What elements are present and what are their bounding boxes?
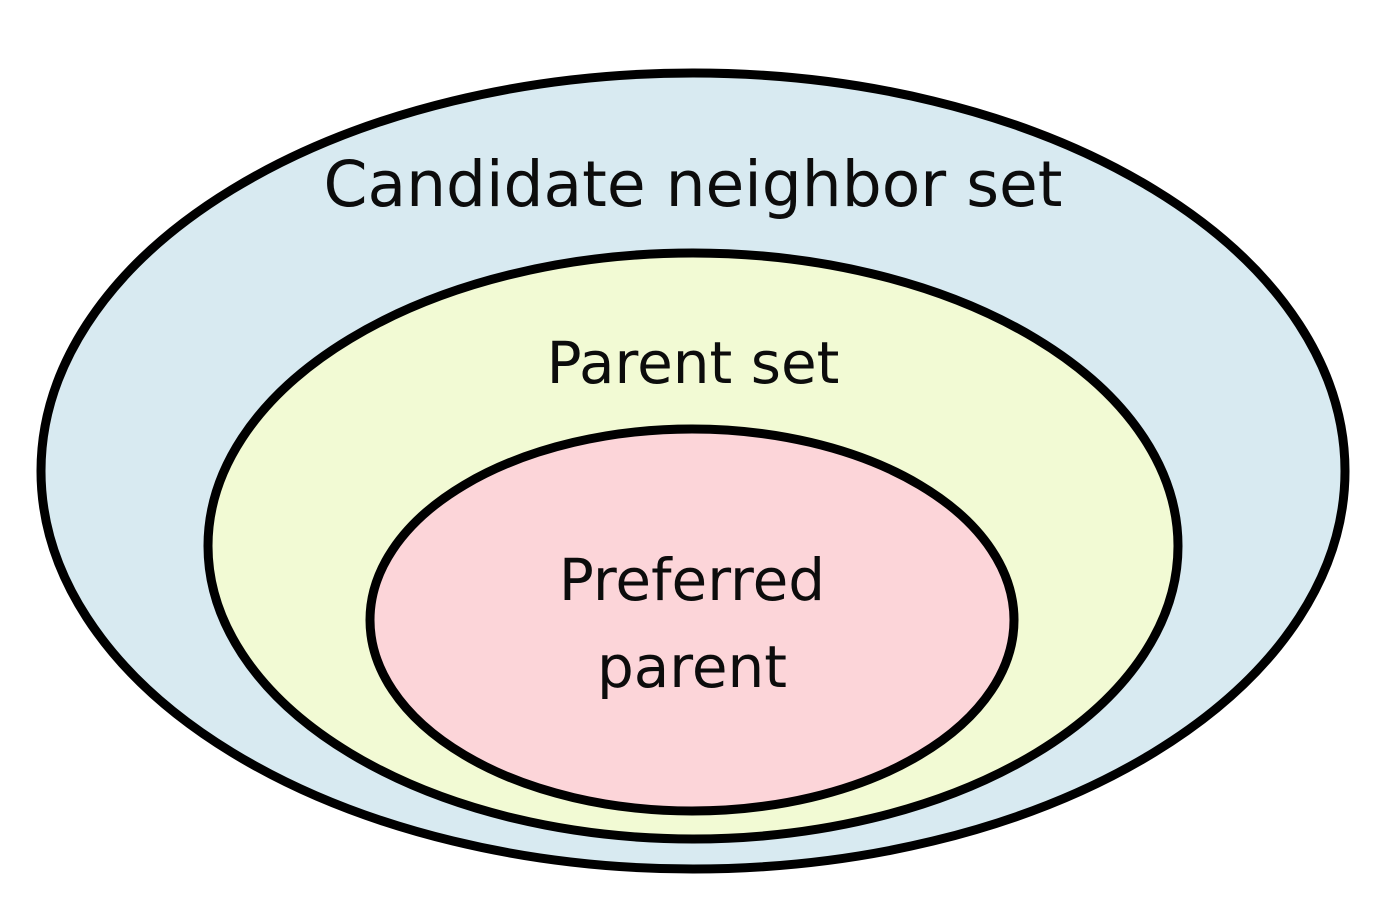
candidate-neighbor-set-label: Candidate neighbor set <box>324 148 1063 221</box>
preferred-parent-label-line1: Preferred <box>559 546 825 614</box>
preferred-parent-label-line2: parent <box>597 633 787 701</box>
parent-set-label: Parent set <box>547 329 840 397</box>
preferred-parent-ellipse[interactable] <box>365 424 1019 816</box>
